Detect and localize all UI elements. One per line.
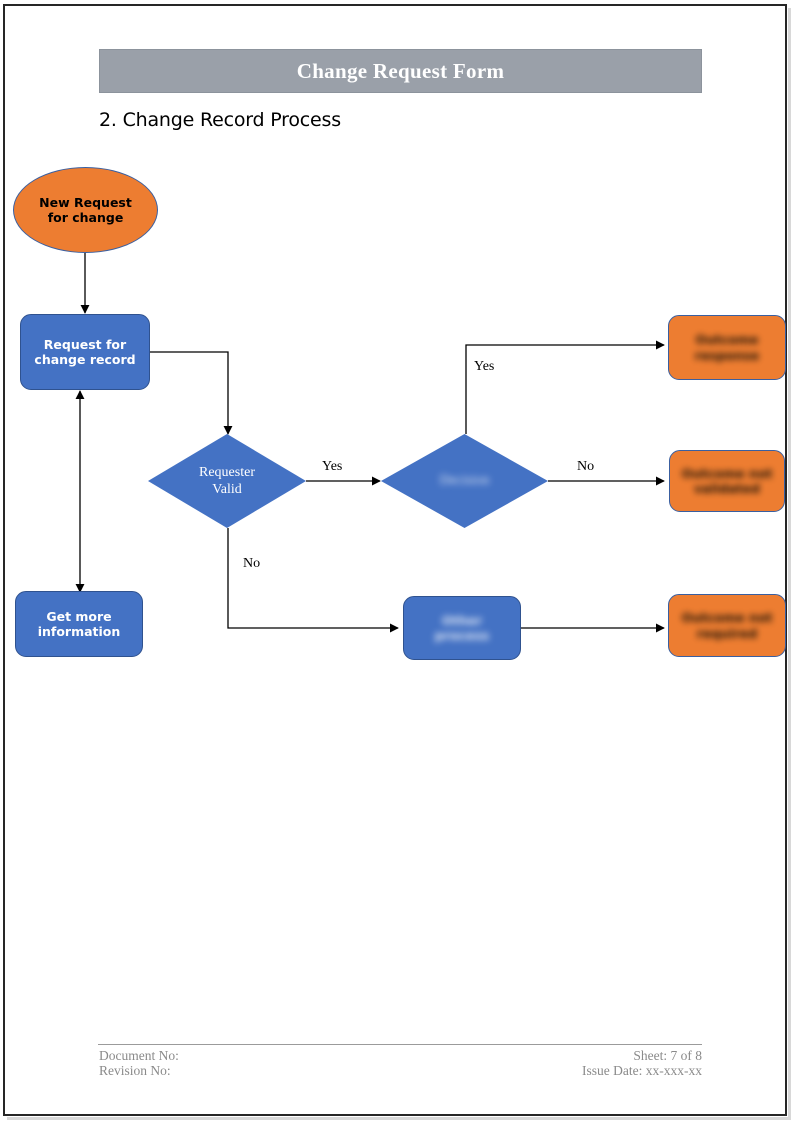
edge-label-no-right: No — [577, 459, 595, 474]
edge-label-yes-right: Yes — [322, 459, 343, 474]
footer-document-no: Document No: — [99, 1048, 179, 1063]
flow-node-start[interactable]: New Request for change — [13, 167, 158, 253]
footer-divider — [98, 1044, 702, 1045]
flow-node-outcome-2-label: Outcome not validated — [681, 465, 773, 496]
flow-node-decision-2[interactable]: Decision — [381, 434, 548, 528]
footer-sheet-number: Sheet: 7 of 8 — [633, 1048, 702, 1063]
flow-node-request-record[interactable]: Request for change record — [20, 314, 150, 390]
footer-revision-no: Revision No: — [99, 1063, 171, 1078]
document-header-bar: Change Request Form — [99, 49, 702, 93]
flow-node-requester-valid[interactable]: Requester Valid — [148, 434, 306, 528]
footer-issue-date: Issue Date: xx-xxx-xx — [582, 1063, 702, 1078]
flow-node-get-more-info[interactable]: Get more information — [15, 591, 143, 657]
flow-node-outcome-3-label: Outcome not required — [681, 610, 773, 641]
flow-node-outcome-1[interactable]: Outcome response — [668, 315, 786, 380]
flow-node-start-label: New Request for change — [39, 194, 132, 225]
flow-node-outcome-2[interactable]: Outcome not validated — [669, 450, 785, 512]
flow-node-request-record-label: Request for change record — [34, 336, 136, 367]
flow-node-get-more-info-label: Get more information — [37, 608, 121, 639]
edge-label-yes-up: Yes — [474, 359, 495, 374]
flow-node-requester-valid-label: Requester Valid — [199, 464, 255, 497]
flow-node-process-2-label: Other process — [434, 612, 490, 643]
flow-node-process-2[interactable]: Other process — [403, 596, 521, 660]
flow-node-decision-2-label: Decision — [439, 473, 490, 489]
section-heading: 2. Change Record Process — [99, 109, 341, 131]
edge-label-no-down: No — [243, 556, 261, 571]
document-title: Change Request Form — [296, 58, 505, 83]
flow-node-outcome-3[interactable]: Outcome not required — [668, 594, 786, 657]
flow-node-outcome-1-label: Outcome response — [694, 332, 760, 363]
